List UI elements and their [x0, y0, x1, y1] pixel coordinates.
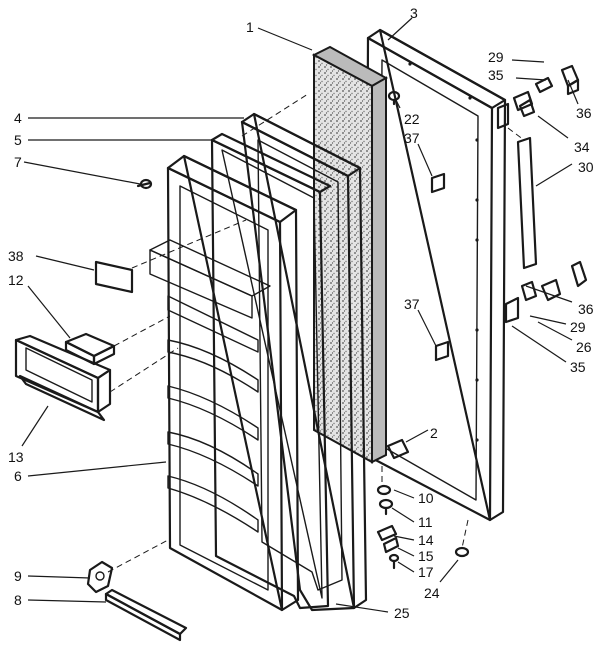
callout-35-lower: 35: [570, 359, 586, 375]
callout-4: 4: [14, 110, 22, 126]
callout-3: 3: [410, 5, 418, 21]
callout-22: 22: [404, 111, 420, 127]
gasket-strip: [210, 132, 332, 610]
callout-35-upper: 35: [488, 67, 504, 83]
dispenser-trim-frame: [14, 334, 112, 422]
bottom-hinge-bracket: [86, 560, 114, 594]
callout-38: 38: [8, 248, 24, 264]
callout-8: 8: [14, 592, 22, 608]
callout-14: 14: [418, 532, 434, 548]
bottom-trim-strip: [104, 588, 188, 642]
bottom-hardware: [376, 484, 470, 570]
leader-lines: [21, 17, 579, 613]
door-liner: [149, 154, 300, 612]
callout-11: 11: [418, 514, 433, 530]
callout-30: 30: [578, 159, 594, 175]
upper-clip: [430, 172, 446, 194]
callout-7: 7: [14, 154, 22, 170]
dispenser-pad: [64, 332, 116, 366]
panel-fastener: [387, 90, 401, 106]
callout-1: 1: [246, 19, 254, 35]
callout-9: 9: [14, 568, 22, 584]
callout-36-upper: 36: [576, 105, 592, 121]
callout-17: 17: [418, 564, 434, 580]
callout-24: 24: [424, 585, 440, 601]
door-gasket: [240, 112, 368, 612]
callout-2: 2: [430, 425, 438, 441]
callout-29-upper: 29: [488, 49, 504, 65]
door-screw: [136, 178, 153, 190]
callout-labels: 1 3 4 5 7 38 12 13 6 9 8 22 37 37 2 10 1…: [8, 5, 594, 621]
dispenser-cover: [94, 260, 134, 294]
alignment-lines: [107, 93, 525, 573]
door-insulation: [311, 45, 389, 464]
callout-6: 6: [14, 468, 22, 484]
lower-hinge-assembly: [504, 260, 588, 324]
upper-hinge-assembly: [496, 64, 580, 130]
callout-5: 5: [14, 132, 22, 148]
callout-29-lower: 29: [570, 319, 586, 335]
callout-34: 34: [574, 139, 590, 155]
hinge-bar: [516, 136, 538, 270]
callout-37-lower: 37: [404, 296, 420, 312]
callout-10: 10: [418, 490, 434, 506]
handle-mount: [386, 438, 410, 460]
callout-15: 15: [418, 548, 434, 564]
callout-12: 12: [8, 272, 24, 288]
callout-37-upper: 37: [404, 130, 420, 146]
lower-clip: [434, 340, 450, 362]
callout-36-lower: 36: [578, 301, 594, 317]
callout-13: 13: [8, 449, 24, 465]
callout-26: 26: [576, 339, 592, 355]
callout-25: 25: [394, 605, 410, 621]
